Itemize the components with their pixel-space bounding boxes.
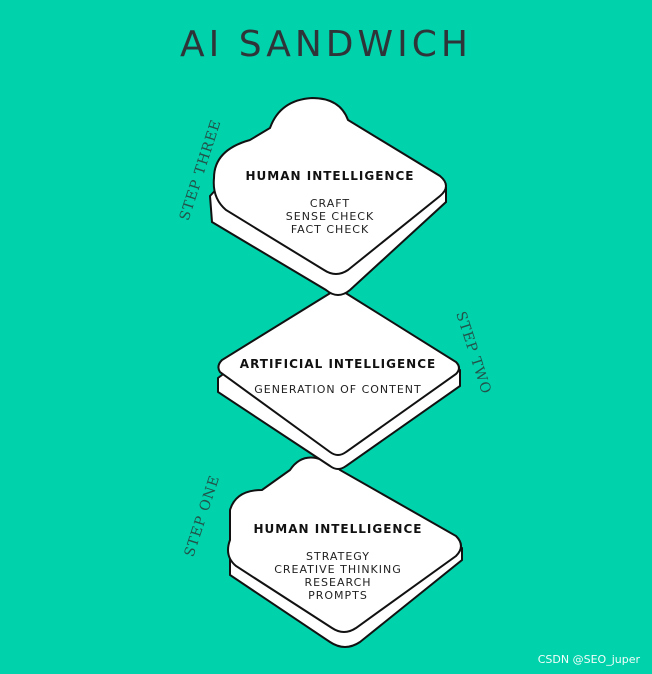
- layer-item: RESEARCH: [304, 576, 372, 589]
- layer-heading-bottom: HUMAN INTELLIGENCE: [253, 522, 423, 536]
- layer-item: CREATIVE THINKING: [274, 563, 402, 576]
- layer-item: FACT CHECK: [290, 223, 370, 236]
- layer-item: SENSE CHECK: [285, 210, 375, 223]
- diagram-title: AI SANDWICH: [180, 24, 472, 65]
- layer-heading-middle: ARTIFICIAL INTELLIGENCE: [239, 357, 437, 371]
- layer-item: PROMPTS: [308, 589, 368, 602]
- bread-slice-top: [208, 96, 447, 296]
- layer-items-bottom: STRATEGY CREATIVE THINKING RESEARCH PROM…: [238, 550, 438, 602]
- layer-items-middle: GENERATION OF CONTENT: [228, 383, 448, 396]
- watermark: CSDN @SEO_juper: [537, 653, 640, 666]
- layer-item: GENERATION OF CONTENT: [254, 383, 422, 396]
- layer-item: CRAFT: [309, 197, 351, 210]
- layer-items-top: CRAFT SENSE CHECK FACT CHECK: [230, 197, 430, 236]
- ai-filling-slice: [217, 286, 461, 470]
- layer-heading-top: HUMAN INTELLIGENCE: [245, 169, 415, 183]
- bread-slice-bottom: [227, 456, 463, 648]
- layer-item: STRATEGY: [306, 550, 370, 563]
